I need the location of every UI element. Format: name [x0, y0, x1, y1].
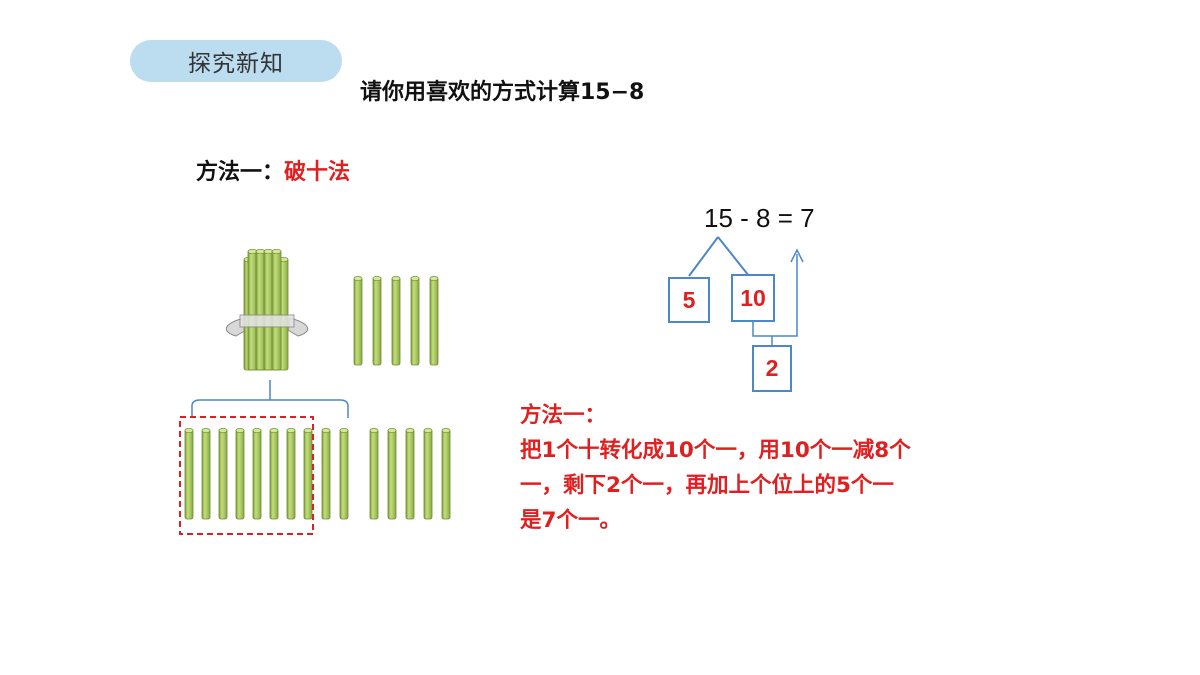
stick	[405, 427, 415, 520]
taken-stick	[235, 427, 245, 520]
stick	[369, 427, 379, 520]
taken-stick	[303, 427, 313, 520]
bundle-brace	[191, 380, 349, 418]
stick	[387, 427, 397, 520]
intermediate-box-value: 2	[765, 355, 779, 381]
explanation-line: 一，剩下2个一，再加上个位上的5个一	[520, 473, 894, 498]
taken-stick	[184, 427, 194, 520]
loose-sticks-top	[353, 275, 439, 366]
method-heading: 方法一：破十法	[196, 154, 350, 186]
explanation-heading: 方法一：	[520, 403, 607, 428]
intermediate-box: 2	[752, 345, 792, 392]
stick	[441, 427, 451, 520]
stick	[353, 275, 363, 366]
bundle-stick	[247, 249, 258, 371]
section-badge: 探究新知	[130, 40, 342, 82]
page-title: 请你用喜欢的方式计算15−8	[360, 80, 645, 105]
method-name: 破十法	[284, 160, 351, 185]
remaining-stick	[321, 427, 331, 520]
section-badge-label: 探究新知	[188, 51, 284, 77]
method-explanation: 方法一： 把1个十转化成10个一，用10个一减8个 一，剩下2个一，再加上个位上…	[520, 398, 1050, 538]
explanation-line: 是7个一。	[520, 508, 621, 533]
stick	[423, 427, 433, 520]
equation: 15 - 8 = 7	[704, 203, 815, 233]
decompose-lines	[688, 236, 750, 277]
stick	[391, 275, 401, 366]
stick	[372, 275, 382, 366]
taken-stick	[201, 427, 211, 520]
method-label: 方法一：	[196, 160, 285, 185]
split-box-right-value: 10	[740, 284, 766, 311]
taken-away-dashed-box	[179, 416, 314, 535]
taken-stick	[269, 427, 279, 520]
split-box-left: 5	[668, 277, 710, 323]
bundle-stick	[271, 249, 282, 371]
bundle-of-ten	[226, 249, 308, 371]
explanation-line: 把1个十转化成10个一，用10个一减8个	[520, 438, 911, 463]
stick	[410, 275, 420, 366]
split-box-left-value: 5	[682, 286, 696, 313]
loose-sticks-bottom	[369, 427, 451, 520]
taken-stick	[252, 427, 262, 520]
stick	[429, 275, 439, 366]
calc-flow-line	[752, 254, 798, 337]
remaining-stick	[339, 427, 349, 520]
taken-stick	[286, 427, 296, 520]
taken-stick	[218, 427, 228, 520]
split-box-right: 10	[731, 274, 775, 322]
unbundled-sticks	[184, 427, 349, 520]
arrow-up-icon	[790, 248, 804, 263]
